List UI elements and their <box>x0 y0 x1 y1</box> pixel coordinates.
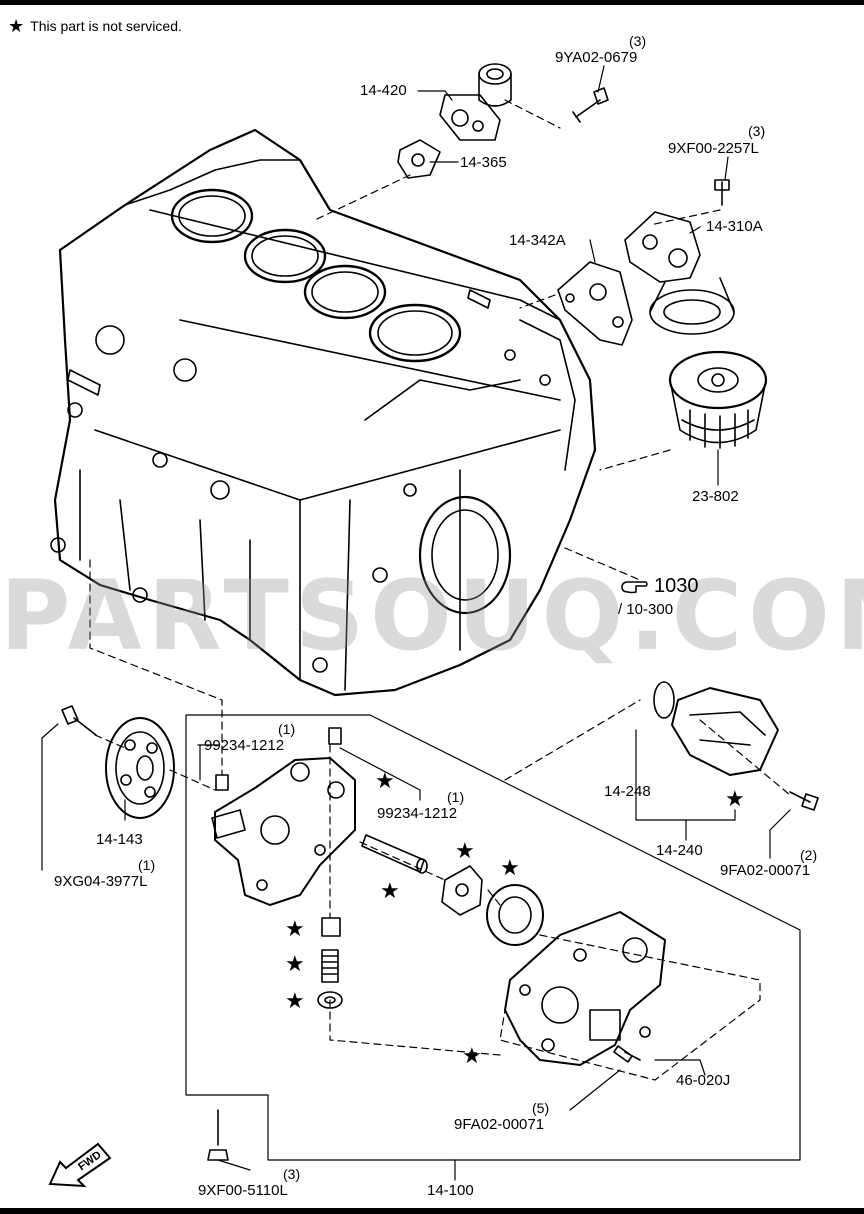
part-label-14-342a[interactable]: 14-342A <box>509 232 566 249</box>
section-reference-number: 1030 <box>654 575 699 597</box>
bolt-9xf00-2257l-drawing <box>714 179 730 206</box>
part-label-14-240[interactable]: 14-240 <box>656 842 703 859</box>
qty-99234-1212-a: (1) <box>278 721 296 737</box>
qty-9xg04-3977l: (1) <box>138 857 156 873</box>
long-bolt-drawing <box>207 1109 229 1161</box>
part-label-14-310a[interactable]: 14-310A <box>706 218 763 235</box>
legend-note: ★ This part is not serviced. <box>8 17 182 35</box>
part-label-9xf00-5110l[interactable]: 9XF00-5110L <box>198 1182 288 1199</box>
star-marker: ★ <box>375 768 395 793</box>
oil-pump-body-drawing <box>504 911 666 1066</box>
part-label-14-248[interactable]: 14-248 <box>604 783 651 800</box>
star-icon: ★ <box>8 16 25 36</box>
part-label-9xg04-3977l[interactable]: 9XG04-3977L <box>54 873 148 890</box>
top-rule <box>0 0 864 5</box>
dowel-pins-drawing <box>215 727 342 791</box>
section-reference-sub[interactable]: / 10-300 <box>618 601 674 618</box>
part-label-9xf00-2257l[interactable]: 9XF00-2257L <box>668 140 759 157</box>
baffle-bolt-drawing <box>789 791 819 811</box>
part-label-14-365[interactable]: 14-365 <box>460 154 507 171</box>
star-marker: ★ <box>285 916 305 941</box>
star-marker: ★ <box>380 878 400 903</box>
relief-valve-parts-drawing <box>317 834 428 1009</box>
fwd-arrow-icon: FWD <box>48 1142 112 1188</box>
qty-9xf00-5110l: (3) <box>283 1166 301 1182</box>
legend-note-text: This part is not serviced. <box>30 18 182 34</box>
qty-99234-1212-b: (1) <box>447 789 465 805</box>
part-label-14-143[interactable]: 14-143 <box>96 831 143 848</box>
section-reference[interactable]: 1030 <box>620 575 699 598</box>
oil-filter-drawing <box>668 350 768 449</box>
star-marker: ★ <box>285 988 305 1013</box>
star-marker: ★ <box>285 951 305 976</box>
part-label-23-802[interactable]: 23-802 <box>692 488 739 505</box>
part-label-9fa02-00071-a[interactable]: 9FA02-00071 <box>720 862 811 879</box>
part-label-9fa02-00071-b[interactable]: 9FA02-00071 <box>454 1116 545 1133</box>
star-marker: ★ <box>725 786 745 811</box>
valve-gasket-drawing <box>397 139 441 179</box>
qty-9fa02-00071-a: (2) <box>800 847 818 863</box>
leader-lines <box>41 65 801 1181</box>
oil-pan-baffle-drawing <box>653 681 779 776</box>
pointing-hand-icon <box>621 580 648 593</box>
fwd-direction-indicator: FWD <box>48 1140 118 1195</box>
star-marker: ★ <box>500 855 520 880</box>
sprocket-bolt-drawing <box>61 705 97 736</box>
pump-cover-drawing <box>211 757 356 906</box>
qty-9xf00-2257l: (3) <box>748 123 766 139</box>
oil-pump-sprocket-drawing <box>105 717 175 819</box>
star-marker: ★ <box>455 838 475 863</box>
adapter-gasket-drawing <box>557 261 633 346</box>
oil-filter-adapter-drawing <box>624 211 735 335</box>
part-label-99234-1212-b[interactable]: 99234-1212 <box>377 805 458 822</box>
part-label-46-020j[interactable]: 46-020J <box>676 1072 731 1089</box>
qty-9ya02-0679: (3) <box>629 33 647 49</box>
part-label-99234-1212-a[interactable]: 99234-1212 <box>204 737 285 754</box>
bolt-9ya02-drawing <box>572 87 609 123</box>
qty-9fa02-00071-b: (5) <box>532 1100 550 1116</box>
cylinder-block-drawing <box>50 128 597 697</box>
bottom-rule <box>0 1208 864 1214</box>
oil-control-valve-drawing <box>439 63 512 141</box>
star-marker: ★ <box>462 1043 482 1068</box>
part-label-14-420[interactable]: 14-420 <box>360 82 407 99</box>
part-label-9ya02-0679[interactable]: 9YA02-0679 <box>555 49 638 66</box>
pump-rotors-drawing <box>441 865 544 946</box>
dashed-reference-lines <box>89 99 791 1081</box>
watermark: PARTSOUQ.COM <box>0 560 864 672</box>
part-label-14-100[interactable]: 14-100 <box>427 1182 474 1199</box>
